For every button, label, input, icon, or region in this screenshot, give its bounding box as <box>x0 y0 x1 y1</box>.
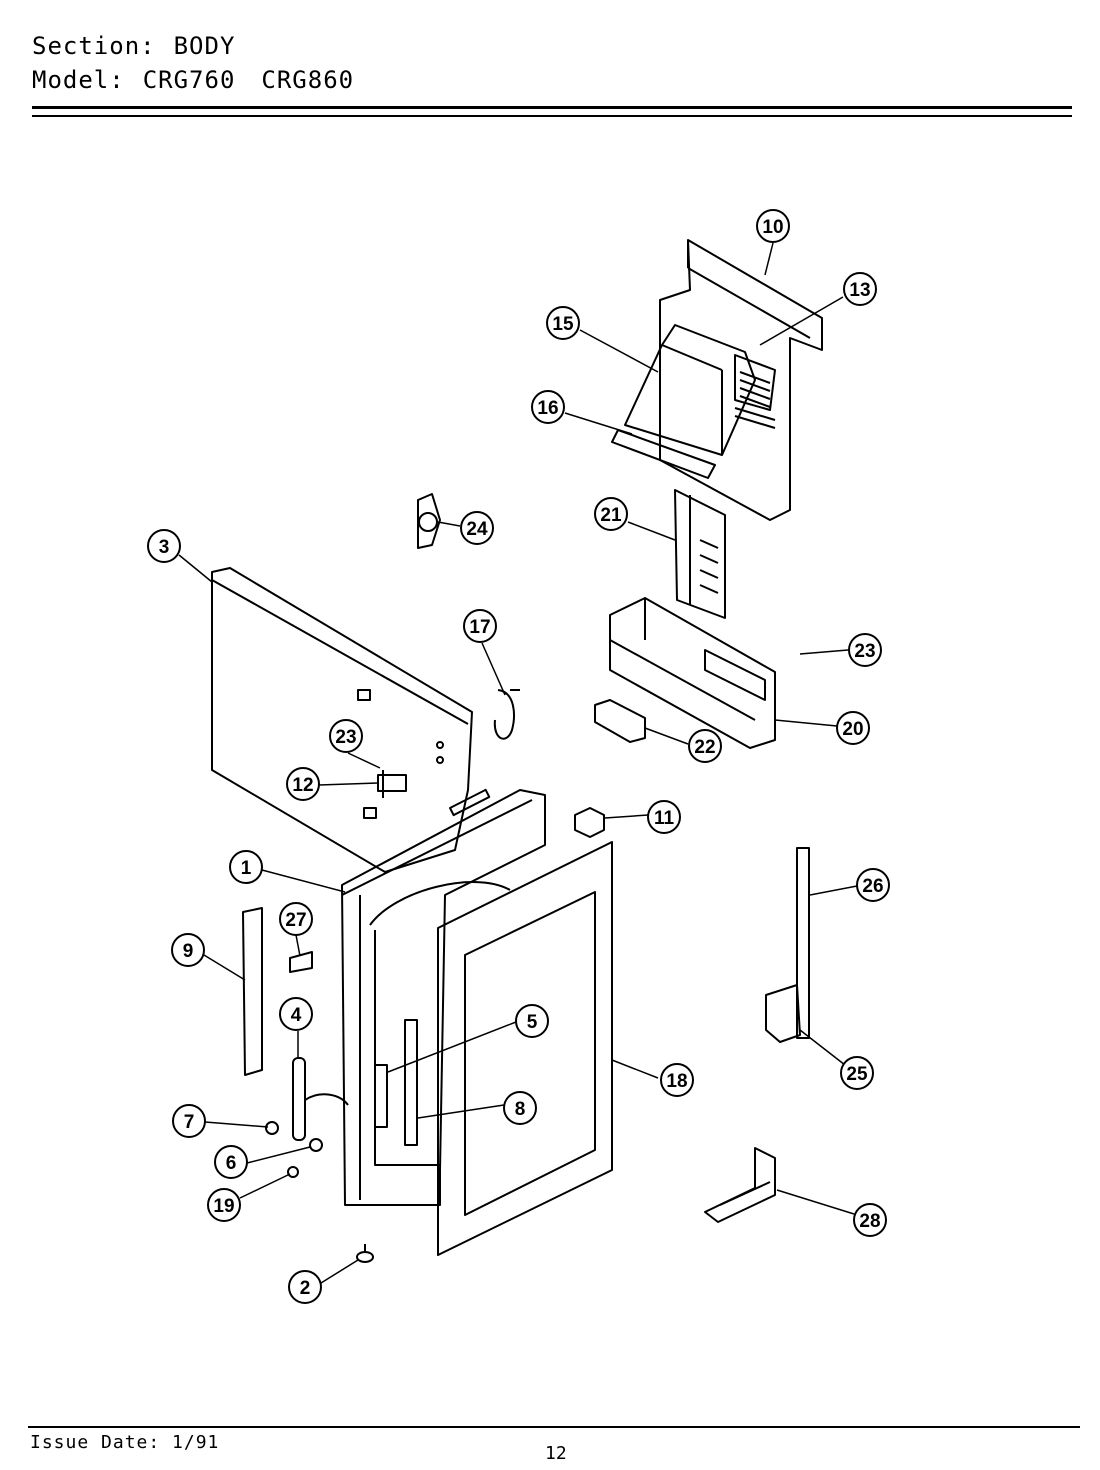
bracket-part <box>611 429 716 479</box>
callout-number: 2 <box>300 1278 311 1299</box>
block-part <box>574 807 605 838</box>
header-rule <box>32 106 1072 109</box>
model-number: CRG760 <box>142 66 236 94</box>
callout-number: 17 <box>469 617 490 638</box>
header-rule <box>32 115 1072 117</box>
channel-part <box>674 489 726 619</box>
callout-circle: 5 <box>515 1004 549 1038</box>
strip-part <box>242 907 263 1076</box>
section-value: BODY <box>173 32 236 60</box>
callout-circle: 3 <box>147 529 181 563</box>
callout-circle: 12 <box>286 767 320 801</box>
leveling-leg-part <box>356 1244 374 1263</box>
callout-number: 12 <box>292 775 313 796</box>
callout-circle: 15 <box>546 306 580 340</box>
callout-circle: 22 <box>688 729 722 763</box>
thermostat-part <box>493 689 520 740</box>
callout-circle: 2 <box>288 1270 322 1304</box>
terminal-block-part <box>594 699 646 743</box>
model-heading: Model: CRG760 CRG860 <box>32 66 354 94</box>
model-label: Model: <box>32 66 125 94</box>
callout-number: 9 <box>183 941 194 962</box>
callout-number: 22 <box>694 737 715 758</box>
callout-circle: 28 <box>853 1203 887 1237</box>
washer-part <box>309 1138 323 1152</box>
callout-number: 6 <box>226 1153 237 1174</box>
callout-circle: 10 <box>756 209 790 243</box>
callout-circle: 26 <box>856 868 890 902</box>
callout-number: 13 <box>849 280 870 301</box>
callout-circle: 19 <box>207 1188 241 1222</box>
page-number: 12 <box>545 1443 567 1464</box>
latch-part <box>289 951 313 973</box>
callout-circle: 16 <box>531 390 565 424</box>
callout-number: 23 <box>335 727 356 748</box>
callout-circle: 21 <box>594 497 628 531</box>
mount-bracket-part <box>765 984 801 1043</box>
callout-number: 24 <box>466 519 488 540</box>
callout-circle: 25 <box>840 1056 874 1090</box>
callout-number: 19 <box>213 1196 234 1217</box>
callout-circle: 7 <box>172 1104 206 1138</box>
callouts: 10 13 15 16 21 24 3 17 23 20 22 23 12 11… <box>147 209 890 1304</box>
callout-number: 18 <box>666 1071 687 1092</box>
callout-circle: 11 <box>647 800 681 834</box>
callout-circle: 24 <box>460 511 494 545</box>
section-label: Section: <box>32 32 156 60</box>
callout-number: 11 <box>654 808 675 829</box>
callout-number: 15 <box>552 314 574 335</box>
callout-number: 21 <box>600 505 622 526</box>
callout-number: 20 <box>842 719 863 740</box>
tube-part <box>796 847 810 1039</box>
hinge-part <box>292 1057 349 1141</box>
leg-bracket-part <box>704 1147 776 1223</box>
callout-number: 16 <box>537 398 558 419</box>
callout-circle: 17 <box>463 609 497 643</box>
callout-circle: 20 <box>836 711 870 745</box>
callout-number: 23 <box>854 641 875 662</box>
callout-circle: 1 <box>229 850 263 884</box>
main-frame-part <box>341 788 546 1206</box>
callout-number: 7 <box>184 1112 195 1133</box>
callout-number: 28 <box>859 1211 880 1232</box>
flue-deflector-part <box>624 324 756 456</box>
callout-number: 25 <box>846 1064 868 1085</box>
footer-rule <box>28 1426 1080 1428</box>
screw-part <box>265 1121 279 1135</box>
spring-part <box>404 1019 418 1146</box>
callout-number: 5 <box>527 1012 538 1033</box>
callout-number: 27 <box>285 910 306 931</box>
back-panel-part <box>659 239 823 521</box>
callout-number: 8 <box>515 1099 526 1120</box>
screw-part <box>287 1166 299 1178</box>
callout-circle: 13 <box>843 272 877 306</box>
bracket-part <box>374 1064 388 1128</box>
callout-number: 4 <box>291 1005 302 1026</box>
callout-circle: 8 <box>503 1091 537 1125</box>
callout-circle: 23 <box>848 633 882 667</box>
leader-lines <box>178 242 858 1284</box>
door-frame-part <box>437 841 613 1256</box>
callout-circle: 23 <box>329 719 363 753</box>
side-panel-part <box>211 567 473 873</box>
base-tray-part <box>609 597 776 749</box>
callout-circle: 27 <box>279 902 313 936</box>
callout-circle: 6 <box>214 1145 248 1179</box>
callout-number: 3 <box>159 537 170 558</box>
model-number: CRG860 <box>261 66 355 94</box>
callout-number: 26 <box>862 876 883 897</box>
callout-number: 1 <box>241 858 252 879</box>
issue-date: Issue Date: 1/91 <box>30 1432 220 1453</box>
valve-part <box>377 770 407 798</box>
callout-circle: 4 <box>279 997 313 1031</box>
callout-circle: 9 <box>171 933 205 967</box>
clip-part <box>417 493 441 549</box>
section-heading: Section: BODY <box>32 32 235 60</box>
callout-circle: 18 <box>660 1063 694 1097</box>
callout-number: 10 <box>762 217 783 238</box>
